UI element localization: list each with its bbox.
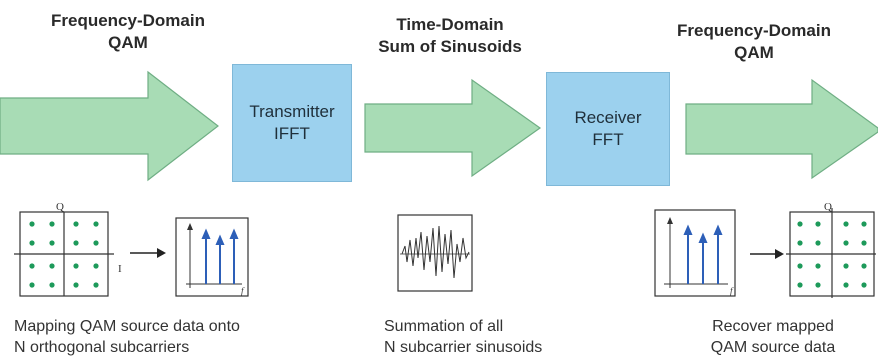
header-frequency-domain-left: Frequency-Domain QAM xyxy=(40,10,216,54)
receiver-label: Receiver xyxy=(574,108,642,127)
transmitter-ifft-block: Transmitter IFFT xyxy=(232,64,352,182)
header-left-line-2: QAM xyxy=(108,33,148,52)
caption-left-line-1: Mapping QAM source data onto xyxy=(14,318,240,335)
flow-arrow-2 xyxy=(364,78,542,178)
header-middle-line-2: Sum of Sinusoids xyxy=(378,37,522,56)
caption-right-line-2: QAM source data xyxy=(710,339,836,356)
axis-label-f-right: f xyxy=(730,286,734,296)
header-right-line-2: QAM xyxy=(734,43,774,62)
caption-middle-line-2: N subcarrier sinusoids xyxy=(384,339,543,356)
waveform-plot xyxy=(397,214,473,292)
header-right-line-1: Frequency-Domain xyxy=(677,21,831,40)
ifft-label: IFFT xyxy=(274,124,310,143)
header-time-domain: Time-Domain Sum of Sinusoids xyxy=(352,14,548,58)
mapping-arrow-left xyxy=(130,248,166,258)
header-middle-line-1: Time-Domain xyxy=(396,15,504,34)
receiver-fft-block: Receiver FFT xyxy=(546,72,670,186)
constellation-diagram-right: Q xyxy=(786,201,876,298)
caption-mapping: Mapping QAM source data onto N orthogona… xyxy=(14,316,240,358)
flow-arrow-1 xyxy=(0,70,219,182)
caption-recover: Recover mapped QAM source data xyxy=(698,316,848,358)
axis-label-q-left: Q xyxy=(56,201,64,213)
fft-label: FFT xyxy=(592,130,624,149)
transmitter-label: Transmitter xyxy=(249,102,335,121)
constellation-diagram-left: Q I xyxy=(14,201,122,297)
caption-middle-line-1: Summation of all xyxy=(384,318,504,335)
caption-right-line-1: Recover mapped xyxy=(712,318,834,335)
axis-label-q-right: Q xyxy=(824,201,832,213)
mapping-arrow-right xyxy=(750,249,784,259)
axis-label-i-left: I xyxy=(118,263,122,275)
caption-left-line-2: N orthogonal subcarriers xyxy=(14,339,190,356)
flow-arrow-3 xyxy=(685,78,878,180)
spectrum-plot-right: f xyxy=(654,209,736,297)
spectrum-plot-left: f xyxy=(175,217,249,297)
header-left-line-1: Frequency-Domain xyxy=(51,11,205,30)
axis-label-f-left: f xyxy=(241,286,245,296)
caption-summation: Summation of all N subcarrier sinusoids xyxy=(384,316,542,358)
header-frequency-domain-right: Frequency-Domain QAM xyxy=(664,20,844,64)
